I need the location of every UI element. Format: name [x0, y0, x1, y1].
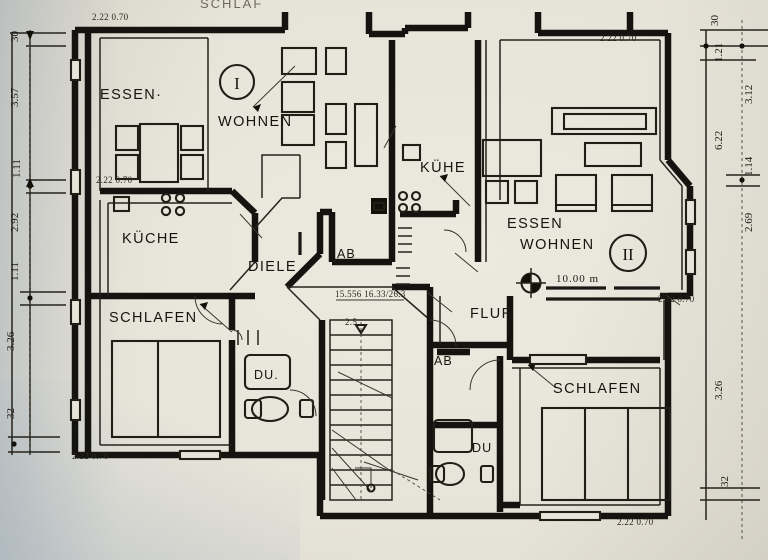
dim-right-2: 3.12: [743, 85, 755, 104]
dim-left-1: 3.57: [9, 87, 21, 107]
scale-bar: 10.00 m: [546, 273, 660, 301]
room-label-wohnen-left: WOHNEN: [218, 114, 292, 130]
dim-left-6: 32: [5, 408, 17, 419]
room-label-essen-right: ESSEN: [507, 216, 563, 232]
unit-marker-II-label: II: [622, 245, 634, 264]
dim-left-2: 1.11: [11, 159, 23, 178]
diele-hall-walls: [229, 154, 431, 321]
top-partial-title: SCHLAF: [200, 0, 263, 11]
room-label-kueche-left: KÜCHE: [122, 229, 180, 247]
room-label-du-right: DU: [472, 441, 492, 455]
annotation-note-topleft: 2.22 0.70: [92, 12, 129, 22]
dim-right-4: 1.14: [743, 156, 755, 176]
room-label-diele: DIELE: [248, 259, 297, 275]
schlafen-left-furniture: [110, 339, 222, 439]
du-right-fittings: [428, 418, 495, 487]
essen-left-furniture: [114, 122, 205, 184]
wohnen-right-furniture: [550, 106, 658, 213]
dimension-lines-left: [8, 30, 66, 455]
dim-right-7: 32: [719, 476, 731, 487]
dimension-text-right: 30 1.21 3.12 6.22 1.14 2.69 3.26 32: [709, 15, 755, 488]
dim-right-6: 3.26: [713, 380, 725, 400]
leader-lines: [199, 65, 681, 501]
dim-right-3: 6.22: [713, 131, 725, 150]
annotation-note-centre: 15.556 16.33/26.3: [335, 289, 406, 299]
dim-left-4: 1.11: [9, 262, 21, 281]
wohnen-left-furniture: [280, 46, 379, 170]
annotation-note-rightmid: 2.22 0.70: [658, 294, 695, 304]
staircase: [318, 319, 393, 501]
dim-left-5: 3.26: [5, 331, 17, 351]
annotation-note-botleft: 2.22 0.70: [72, 451, 109, 461]
kueche-right-fittings: [397, 143, 422, 214]
du-left-fittings: [237, 330, 315, 423]
dim-right-5: 2.69: [743, 212, 755, 232]
window-openings: [69, 58, 697, 522]
dim-left-0: 30: [9, 31, 21, 43]
dim-right-0: 30: [709, 15, 721, 27]
wall-hatching: [396, 227, 412, 285]
dim-left-3: 2.92: [9, 213, 21, 232]
room-label-wohnen-right: WOHNEN: [520, 237, 594, 253]
unit-marker-I-label: I: [234, 74, 240, 93]
room-label-schlafen-left: SCHLAFEN: [109, 310, 198, 326]
unit-marker-II: II: [608, 233, 648, 273]
annotation-note-kueche: 2.22 0.70: [96, 175, 133, 185]
dimension-text-left: 30 3.57 1.11 2.92 1.11 3.26 32: [5, 31, 23, 420]
room-label-flur: FLUR: [470, 306, 513, 322]
right-unit-walls: [371, 39, 690, 516]
room-label-ab-upper: AB: [337, 247, 356, 261]
room-label-schlafen-right: SCHLAFEN: [553, 381, 642, 397]
building-outline: [71, 12, 694, 520]
room-label-du-left: DU.: [254, 368, 279, 382]
kueche-left-fittings: [112, 192, 186, 217]
annotation-note-stair: 2.5: [345, 317, 357, 327]
door-swings: [194, 229, 501, 417]
annotation-note-botright: 2.22 0.70: [617, 517, 654, 527]
room-label-ab-lower: AB: [434, 354, 453, 368]
essen-right-furniture: [481, 138, 543, 205]
schlafen-right-furniture: [540, 406, 672, 502]
room-label-essen-left: ESSEN·: [100, 87, 162, 103]
room-label-kueche-right: KÜHE: [420, 158, 466, 176]
unit-marker-I: I: [218, 63, 256, 101]
left-unit-walls: [84, 30, 259, 455]
north-arrow-icon: [516, 268, 546, 298]
annotation-note-topright: 2.22 0.70: [600, 33, 637, 43]
dimension-lines-right: [700, 20, 768, 540]
scale-bar-label: 10.00 m: [556, 273, 599, 285]
dim-right-1: 1.21: [713, 43, 725, 62]
